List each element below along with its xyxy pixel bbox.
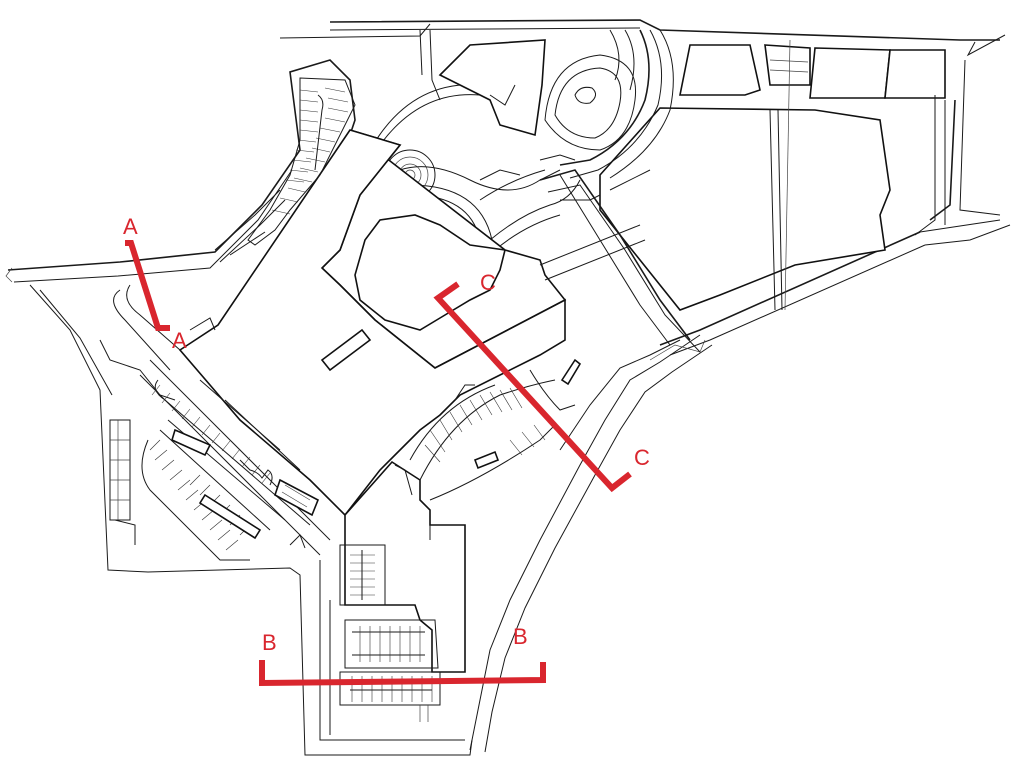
northwest-parking [214,77,356,263]
section-labels: A A B B C C [123,214,650,655]
section-b-start-label: B [262,630,277,655]
southwest-parking [99,284,331,561]
south-building [344,460,466,673]
main-building [178,129,567,517]
central-diagonal-roads [539,154,701,353]
section-b-end-label: B [513,624,528,649]
south-parking [319,544,465,741]
east-parking [409,358,582,501]
section-lines [125,240,632,687]
section-b-line [259,660,546,687]
north-loop-roads [369,29,674,179]
section-a-line [125,240,170,331]
section-a-start-label: A [123,214,138,239]
section-c-line [433,281,632,493]
north-buildings [438,39,546,137]
section-c-start-label: C [480,270,496,295]
section-a-end-label: A [172,328,187,353]
section-c-end-label: C [634,445,650,470]
northeast-buildings [599,39,946,311]
